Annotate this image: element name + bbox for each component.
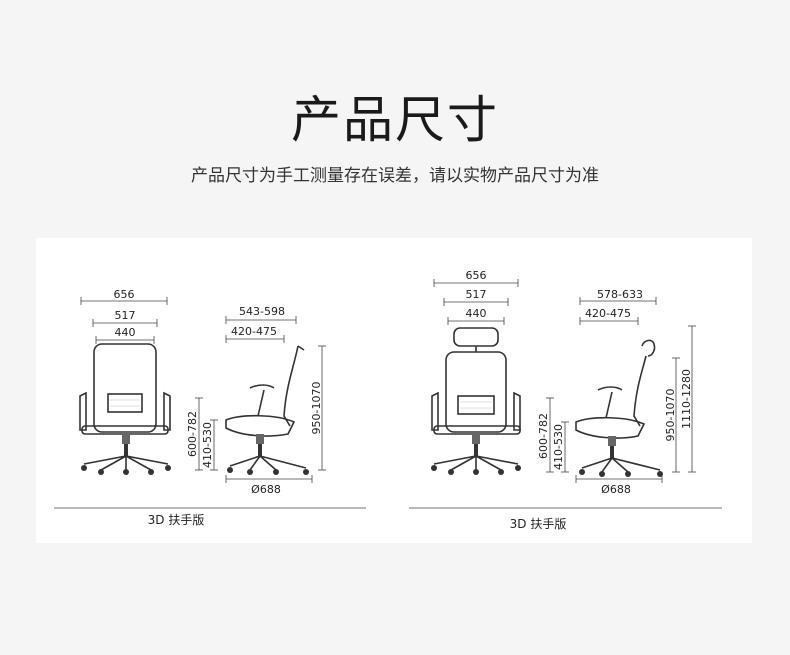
right-depth-578-633: 578-633 [597,288,643,301]
right-height-600-782: 600-782 [537,413,550,459]
left-base-688: Ø688 [251,483,281,496]
left-front-chair [79,343,171,475]
right-height-1110-1280: 1110-1280 [680,369,693,429]
left-width-656: 656 [114,288,135,301]
left-height-410-530: 410-530 [201,422,214,468]
right-model-label: 3D 扶手版 [510,516,567,531]
left-width-440: 440 [115,326,136,339]
right-depth-420-475: 420-475 [585,307,631,320]
right-width-440: 440 [466,307,487,320]
right-side-height-dims: 600-782 410-530 950-1070 1110-1280 [537,325,696,473]
page-subtitle: 产品尺寸为手工测量存在误差，请以实物产品尺寸为准 [191,166,599,186]
left-height-950-1070: 950-1070 [310,382,323,435]
right-side-chair [575,339,663,477]
right-model: 656 517 440 [409,269,722,531]
left-front-dims: 656 517 440 [80,288,168,344]
page-title: 产品尺寸 [291,91,499,149]
left-width-517: 517 [115,309,136,322]
right-base-dim: Ø688 [575,475,663,496]
left-side-top-dims: 543-598 420-475 [225,305,297,343]
left-base-dim: Ø688 [225,475,313,496]
left-model-label: 3D 扶手版 [148,512,205,527]
right-width-517: 517 [466,288,487,301]
right-front-dims: 656 517 440 [433,269,519,325]
left-depth-543-598: 543-598 [239,305,285,318]
right-width-656: 656 [466,269,487,282]
dimension-panel: 656 517 440 543 [36,238,752,543]
right-height-410-530: 410-530 [552,424,565,470]
left-side-chair [225,345,309,475]
right-side-top-dims: 578-633 420-475 [579,288,657,325]
left-height-600-782: 600-782 [186,411,199,457]
right-front-chair [431,327,521,475]
left-side-height-dims: 600-782 410-530 950-1070 [186,345,326,471]
left-depth-420-475: 420-475 [231,325,277,338]
left-model: 656 517 440 543 [54,288,366,527]
right-height-950-1070: 950-1070 [664,389,677,442]
dimension-drawing: 656 517 440 543 [54,269,722,531]
right-base-688: Ø688 [601,483,631,496]
